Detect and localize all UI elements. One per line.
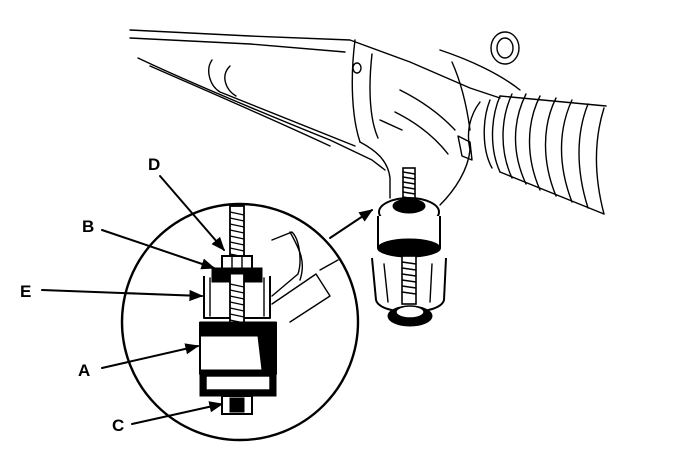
- leader-c: [131, 401, 224, 425]
- leader-b: [101, 229, 216, 270]
- leader-a: [101, 343, 200, 369]
- label-d: D: [148, 155, 160, 174]
- ball-joint-assembly: [371, 167, 447, 327]
- label-b: B: [82, 217, 94, 236]
- leader-e: [41, 289, 204, 302]
- rack-boot: [467, 93, 607, 215]
- rack-housing: [129, 29, 521, 206]
- label-a: A: [78, 361, 90, 380]
- label-e: E: [20, 282, 31, 301]
- leader-lines: [41, 175, 225, 425]
- leader-d: [159, 175, 225, 252]
- label-c: C: [112, 416, 124, 435]
